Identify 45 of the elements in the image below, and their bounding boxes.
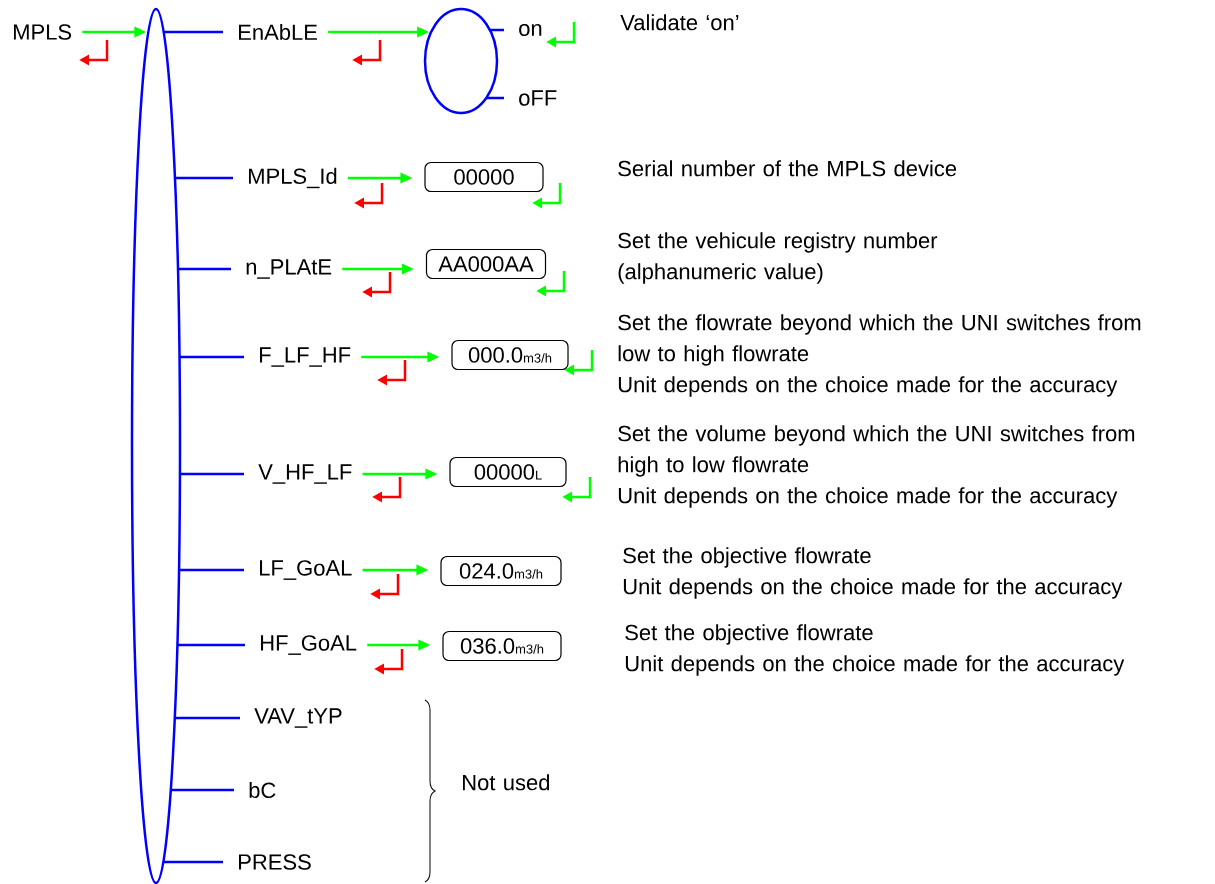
value-display: 024.0m3/h [440, 555, 562, 587]
value-display: 00000L [449, 456, 567, 488]
parameter-label: VAV_tYP [254, 708, 342, 728]
parameter-label: EnAbLE [239, 23, 317, 41]
parameter-label: oFF [519, 90, 557, 106]
description-text: Set the flowrate beyond which the UNI switches from low to high flowrate [618, 314, 1141, 366]
connector-line [179, 472, 244, 476]
connector-line [174, 716, 240, 720]
description-text: Set the vehicule registry number (alphanumeric value) [618, 232, 938, 284]
description-text: Set the objective flowrate [625, 624, 873, 645]
description-text: Serial number of the MPLS device [618, 160, 957, 177]
connector-line [486, 96, 504, 100]
description-text: Set the volume beyond which the UNI switches from high to low flowrate [618, 425, 1135, 477]
value-display: AA000AA [425, 248, 547, 280]
parameter-label: PRESS [239, 854, 311, 870]
connector-line [163, 30, 223, 34]
menu-ellipse [130, 7, 182, 884]
parameter-label: LF_GoAL [260, 560, 352, 580]
parameter-label: n_PLAtE [246, 259, 332, 279]
connector-line [177, 643, 245, 647]
description-text: Unit depends on the choice made for the accuracy [618, 487, 1118, 508]
parameter-label: F_LF_HF [260, 347, 351, 367]
parameter-label: MPLS_Id [249, 167, 337, 189]
parameter-label: HF_GoAL [261, 635, 357, 655]
connector-line [170, 788, 234, 792]
parameter-label: V_HF_LF [258, 464, 352, 484]
connector-line [177, 267, 231, 271]
description-text: Unit depends on the choice made for the accuracy [623, 578, 1123, 599]
connector-line [489, 28, 504, 32]
value-display: 00000 [424, 161, 544, 193]
parameter-label: on [519, 23, 542, 37]
connector-line [179, 355, 244, 359]
menu-title: MPLS [14, 24, 72, 40]
connector-line [179, 568, 244, 572]
value-display: 036.0m3/h [442, 630, 562, 662]
parameter-label: bC [249, 781, 276, 799]
connector-line [174, 176, 233, 180]
description-text: Unit depends on the choice made for the accuracy [625, 655, 1125, 676]
menu-ellipse [423, 7, 499, 115]
value-display: 000.0m3/h [451, 339, 569, 371]
note-text: Not used [463, 774, 550, 791]
description-text: Validate ‘on’ [620, 14, 739, 31]
description-text: Set the objective flowrate [623, 547, 871, 568]
description-text: Unit depends on the choice made for the accuracy [618, 376, 1118, 397]
connector-line [163, 860, 223, 864]
